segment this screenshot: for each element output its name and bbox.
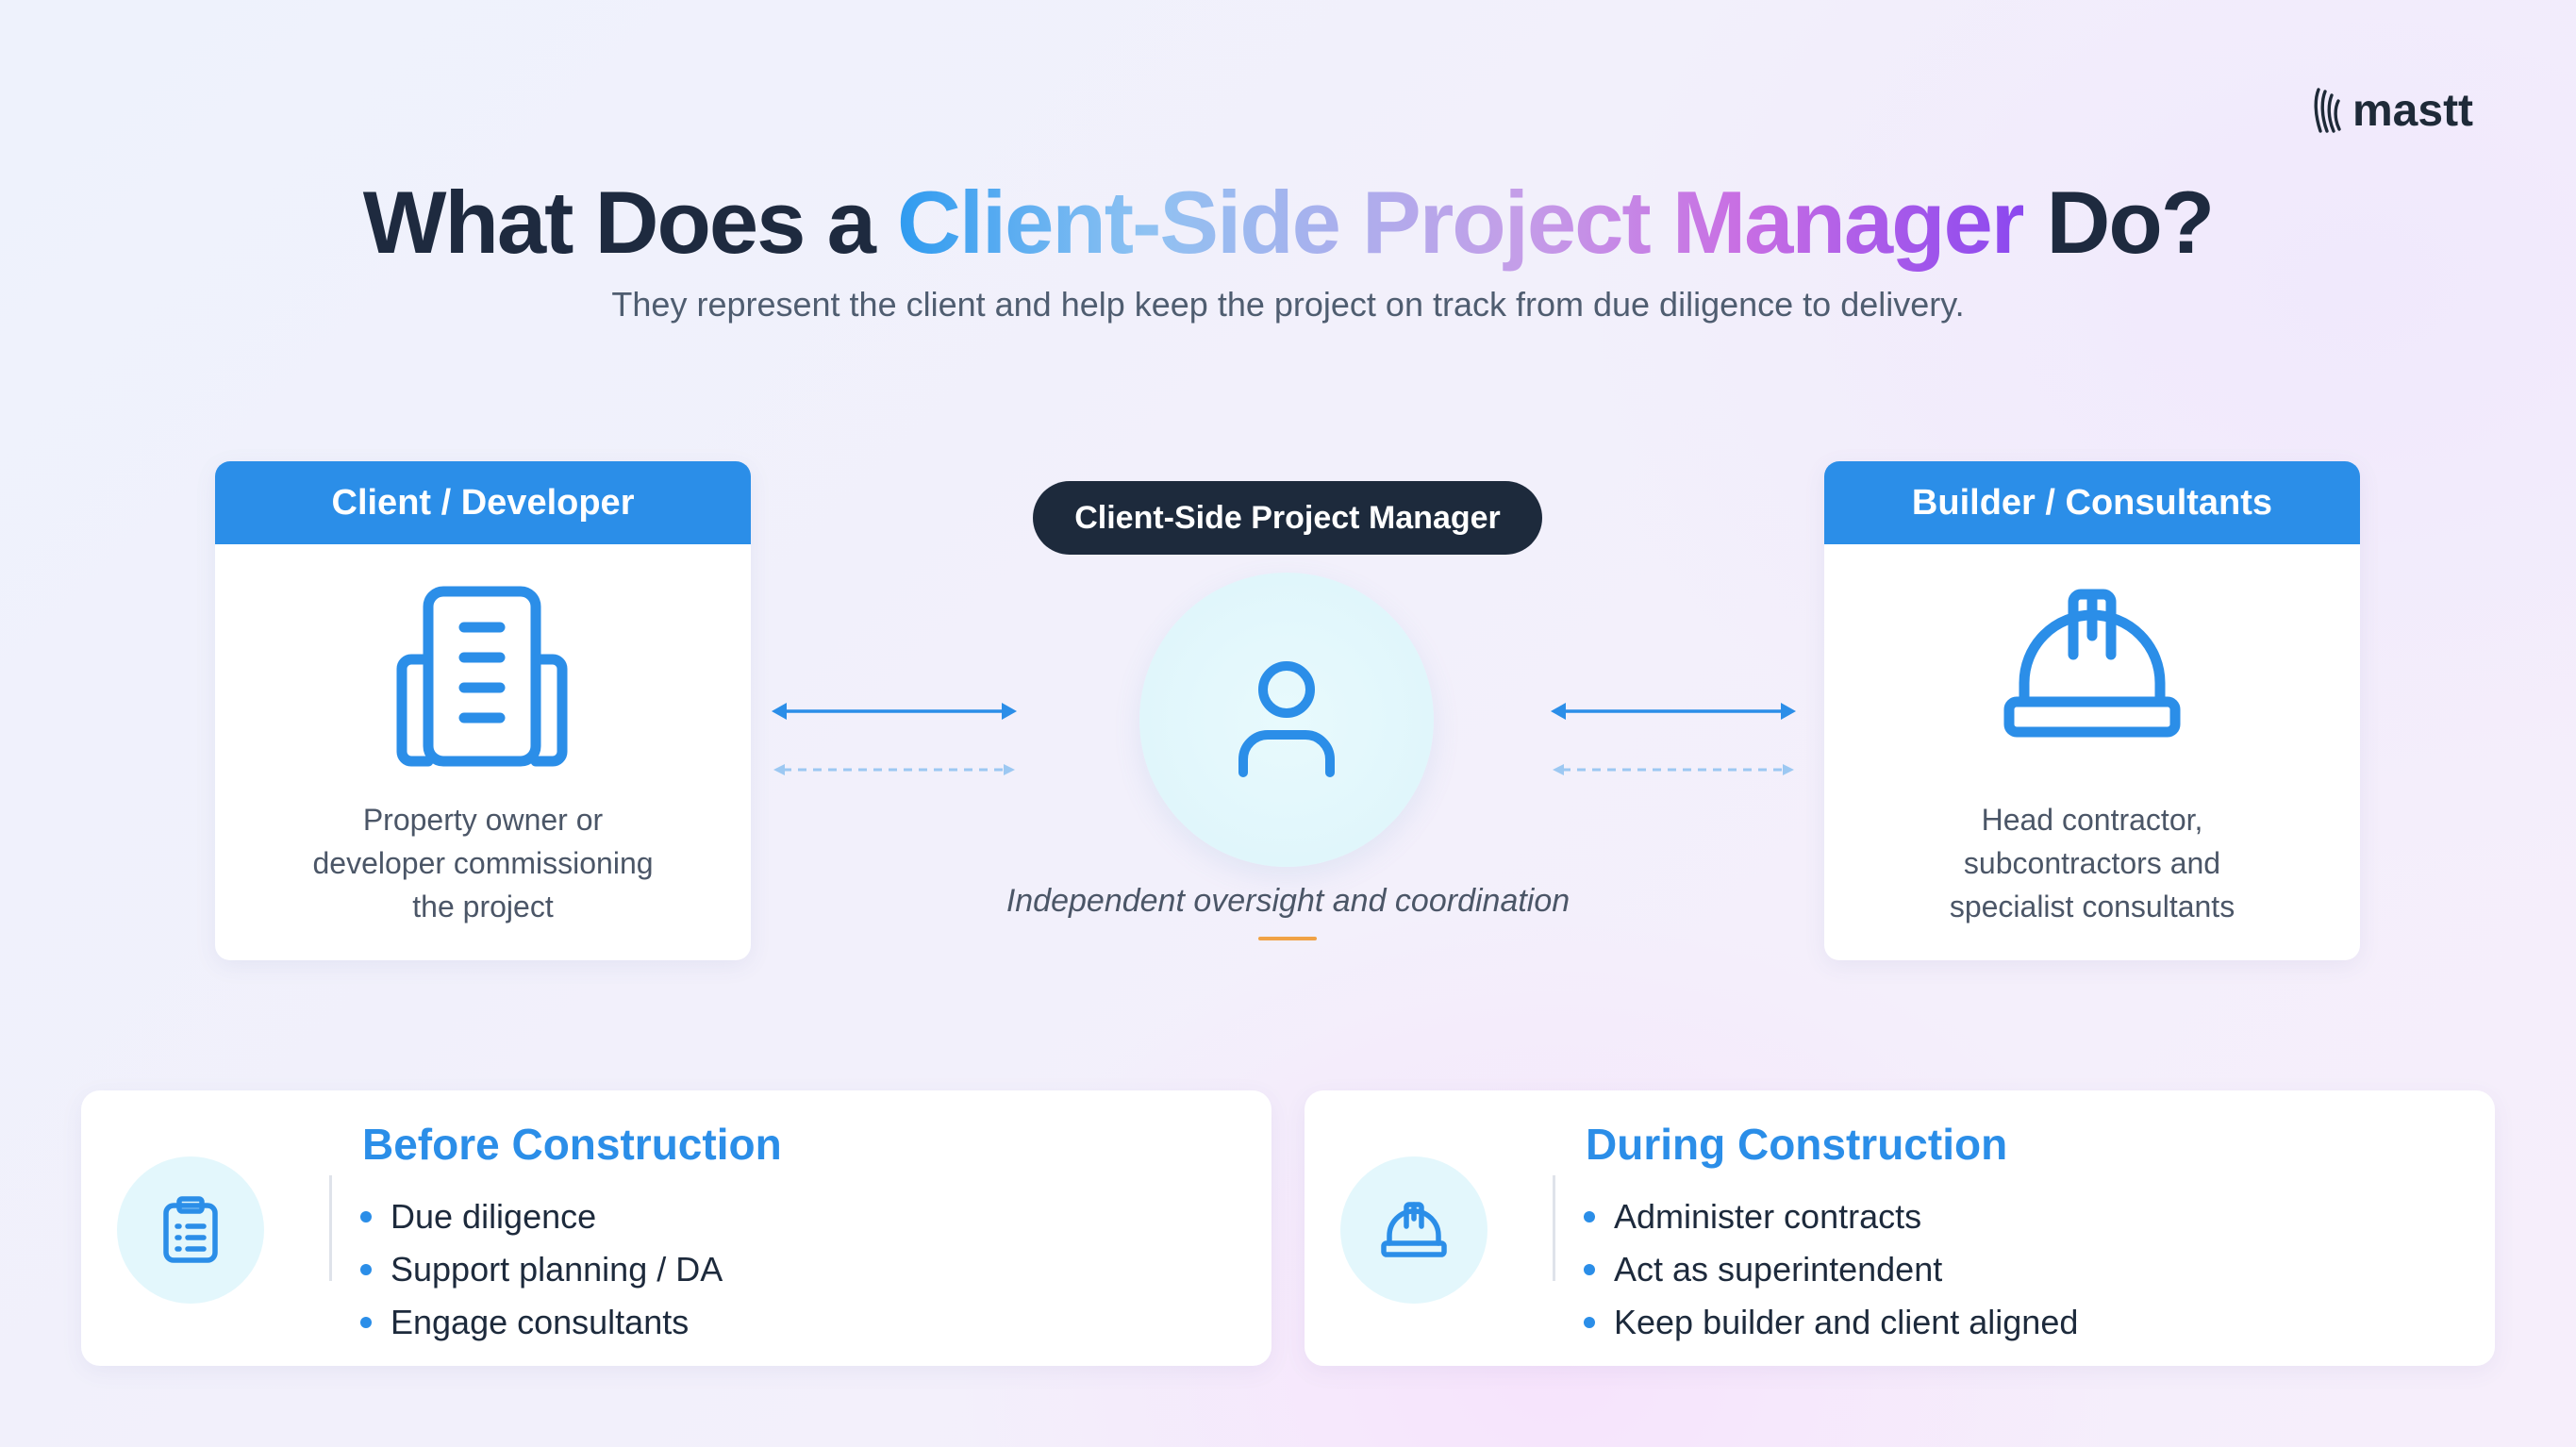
description-line: Head contractor, (1981, 803, 2203, 837)
person-icon (1238, 661, 1335, 777)
during-construction-panel: During Construction Administer contracts… (1305, 1090, 2495, 1366)
list-item: Support planning / DA (360, 1243, 723, 1296)
right-arrows (1551, 703, 1796, 775)
brand-logo: mastt (2311, 85, 2473, 137)
hard-hat-icon (1381, 1202, 1447, 1257)
description-line: developer commissioning (312, 846, 654, 880)
page-subtitle: They represent the client and help keep … (611, 285, 1965, 324)
client-developer-description: Property owner or developer commissionin… (215, 798, 751, 928)
list-item: Due diligence (360, 1190, 723, 1243)
client-developer-card: Client / Developer Property owner or dev… (215, 461, 751, 960)
clipboard-icon (163, 1196, 218, 1263)
left-arrows (772, 703, 1017, 775)
caption-underline (1258, 937, 1317, 940)
page-title: What Does a Client-Side Project Manager … (0, 172, 2576, 274)
panel-divider (329, 1175, 332, 1281)
client-developer-header: Client / Developer (215, 461, 751, 544)
builder-consultants-header: Builder / Consultants (1824, 461, 2360, 544)
before-construction-list: Due diligence Support planning / DA Enga… (360, 1190, 723, 1349)
clipboard-icon-circle (117, 1156, 264, 1304)
description-line: subcontractors and (1963, 846, 2221, 880)
building-icon (396, 586, 568, 767)
project-manager-circle (1139, 573, 1434, 867)
title-highlight: Client-Side Project Manager (896, 173, 2025, 272)
during-construction-list: Administer contracts Act as superintende… (1584, 1190, 2078, 1349)
logo-text: mastt (2352, 86, 2474, 136)
builder-consultants-description: Head contractor, subcontractors and spec… (1824, 798, 2360, 928)
during-construction-title: During Construction (1586, 1120, 2008, 1169)
before-construction-panel: Before Construction Due diligence Suppor… (81, 1090, 1271, 1366)
list-item: Engage consultants (360, 1296, 723, 1349)
before-construction-title: Before Construction (362, 1120, 782, 1169)
description-line: specialist consultants (1949, 890, 2235, 923)
description-line: the project (412, 890, 554, 923)
project-manager-caption: Independent oversight and coordination (1005, 883, 1571, 919)
description-line: Property owner or (362, 803, 604, 837)
title-suffix: Do? (2023, 173, 2216, 272)
list-item: Act as superintendent (1584, 1243, 2078, 1296)
list-item: Administer contracts (1584, 1190, 2078, 1243)
project-manager-pill: Client-Side Project Manager (1033, 481, 1542, 555)
list-item: Keep builder and client aligned (1584, 1296, 2078, 1349)
mastt-logo-icon (2314, 87, 2341, 133)
hard-hat-icon-circle (1340, 1156, 1487, 1304)
builder-consultants-card: Builder / Consultants Head contractor, s… (1824, 461, 2360, 960)
hard-hat-icon (2003, 589, 2181, 738)
panel-divider (1553, 1175, 1555, 1281)
title-prefix: What Does a (362, 173, 897, 272)
